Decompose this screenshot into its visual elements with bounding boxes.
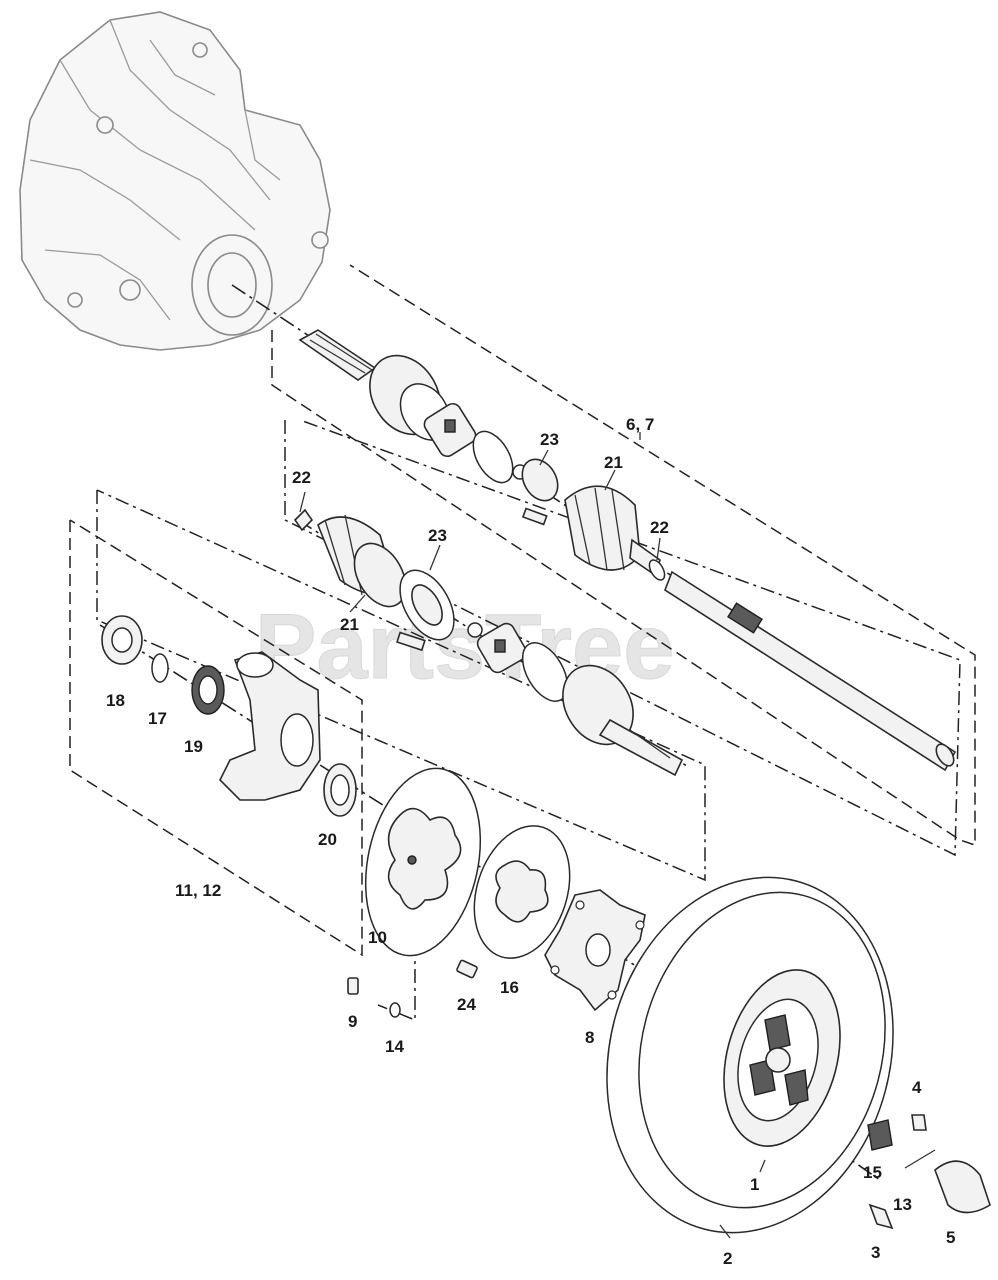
callout-19: 19 xyxy=(184,737,203,756)
leader-lines xyxy=(299,432,766,1239)
callout-17: 17 xyxy=(148,709,167,728)
upper-drive-shaft xyxy=(298,329,957,772)
callout-20: 20 xyxy=(318,830,337,849)
watermark-text: PartsTree xyxy=(255,596,674,698)
callout-16: 16 xyxy=(500,978,519,997)
callout-9: 9 xyxy=(348,1012,357,1031)
callout-3: 3 xyxy=(871,1243,880,1262)
callout-21-lower: 21 xyxy=(340,615,359,634)
bracket-6-7 xyxy=(271,264,976,847)
callout-22-right: 22 xyxy=(650,518,669,537)
callout-21-upper: 21 xyxy=(604,453,623,472)
callout-13: 13 xyxy=(893,1195,912,1214)
callout-18: 18 xyxy=(106,691,125,710)
callout-6-7: 6, 7 xyxy=(626,415,654,434)
wheel-hub-8 xyxy=(544,889,646,1012)
tire-and-wheel xyxy=(606,876,894,1234)
bracket-21-23 xyxy=(284,419,961,857)
steering-knuckle-assembly xyxy=(101,615,357,817)
callout-23-upper: 23 xyxy=(540,430,559,449)
callout-11-12: 11, 12 xyxy=(175,881,221,900)
brake-disc-10 xyxy=(364,767,482,957)
callout-1: 1 xyxy=(750,1175,759,1194)
bracket-11-12 xyxy=(69,519,363,957)
callout-14: 14 xyxy=(385,1037,404,1056)
lower-drive-shaft xyxy=(293,508,684,777)
callout-8: 8 xyxy=(585,1028,594,1047)
brake-disc-16 xyxy=(473,825,571,959)
callout-23-lower: 23 xyxy=(428,526,447,545)
hardware-small-parts xyxy=(347,959,991,1230)
callout-2: 2 xyxy=(723,1249,732,1268)
callout-5: 5 xyxy=(946,1228,955,1247)
transaxle-housing xyxy=(19,11,331,351)
callout-labels: 6, 7 23 21 22 22 23 21 18 17 19 20 11, 1… xyxy=(106,415,955,1268)
callout-15: 15 xyxy=(863,1163,882,1182)
callout-10: 10 xyxy=(368,928,387,947)
callout-4: 4 xyxy=(912,1078,922,1097)
callout-24: 24 xyxy=(457,995,476,1014)
callout-22-upper: 22 xyxy=(292,468,311,487)
bracket-knuckle-assy xyxy=(96,489,706,882)
